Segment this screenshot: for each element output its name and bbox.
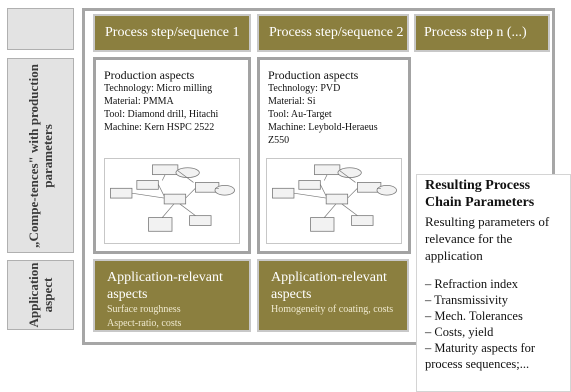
- production-line: Machine: Kern HSPC 2522: [104, 122, 215, 133]
- process-model-sketch-2: [272, 164, 397, 232]
- application-aspects-box-2: Application-relevant aspects Homogeneity…: [257, 259, 409, 332]
- resulting-title: Resulting Process Chain Parameters: [425, 178, 535, 210]
- list-item: – Maturity aspects for process sequences…: [425, 341, 536, 371]
- production-title-1: Production aspects: [104, 68, 195, 82]
- production-line: Technology: Micro milling: [104, 83, 213, 94]
- production-line: Tool: Diamond drill, Hitachi: [104, 109, 219, 120]
- row-label-competences: „Compe-tences" with production parameter…: [7, 58, 74, 253]
- list-item: – Mech. Tolerances: [425, 309, 523, 323]
- application-title-2: Application-relevant aspects: [271, 270, 387, 302]
- row-label-application: Application aspect: [7, 260, 74, 330]
- production-line: Tool: Au-Target: [268, 109, 332, 120]
- application-detail: Homogeneity of coating, costs: [271, 304, 394, 315]
- production-line: Machine: Leybold-Heraeus Z550: [268, 122, 378, 146]
- column-header-2: Process step/sequence 2: [257, 14, 409, 52]
- process-model-thumbnail-2: [266, 158, 402, 244]
- process-model-thumbnail-1: [104, 158, 240, 244]
- application-aspects-box-1: Application-relevant aspects Surface rou…: [93, 259, 251, 332]
- row-label-header-placeholder: [7, 8, 74, 50]
- row-label-competences-text: „Compe-tences" with production parameter…: [25, 63, 55, 248]
- application-title-1: Application-relevant aspects: [107, 270, 223, 302]
- production-line: Material: PMMA: [104, 96, 174, 107]
- resulting-parameter-list: – Refraction index – Transmissivity – Me…: [425, 276, 562, 372]
- resulting-subtitle: Resulting parameters of relevance for th…: [425, 214, 550, 263]
- column-header-n-text: Process step n (...): [424, 25, 527, 40]
- column-header-2-text: Process step/sequence 2: [269, 25, 404, 40]
- column-header-1: Process step/sequence 1: [93, 14, 251, 52]
- resulting-parameters-panel: Resulting Process Chain Parameters Resul…: [416, 174, 571, 392]
- application-detail: Aspect-ratio, costs: [107, 318, 182, 329]
- production-title-2: Production aspects: [268, 68, 359, 82]
- application-detail: Surface roughness: [107, 304, 181, 315]
- list-item: – Transmissivity: [425, 293, 509, 307]
- column-header-1-text: Process step/sequence 1: [105, 25, 240, 40]
- list-item: – Costs, yield: [425, 325, 494, 339]
- process-model-sketch-1: [110, 164, 235, 232]
- list-item: – Refraction index: [425, 277, 519, 291]
- production-line: Technology: PVD: [268, 83, 341, 94]
- row-label-application-text: Application aspect: [25, 262, 55, 328]
- column-header-n: Process step n (...): [414, 14, 550, 52]
- production-line: Material: Si: [268, 96, 316, 107]
